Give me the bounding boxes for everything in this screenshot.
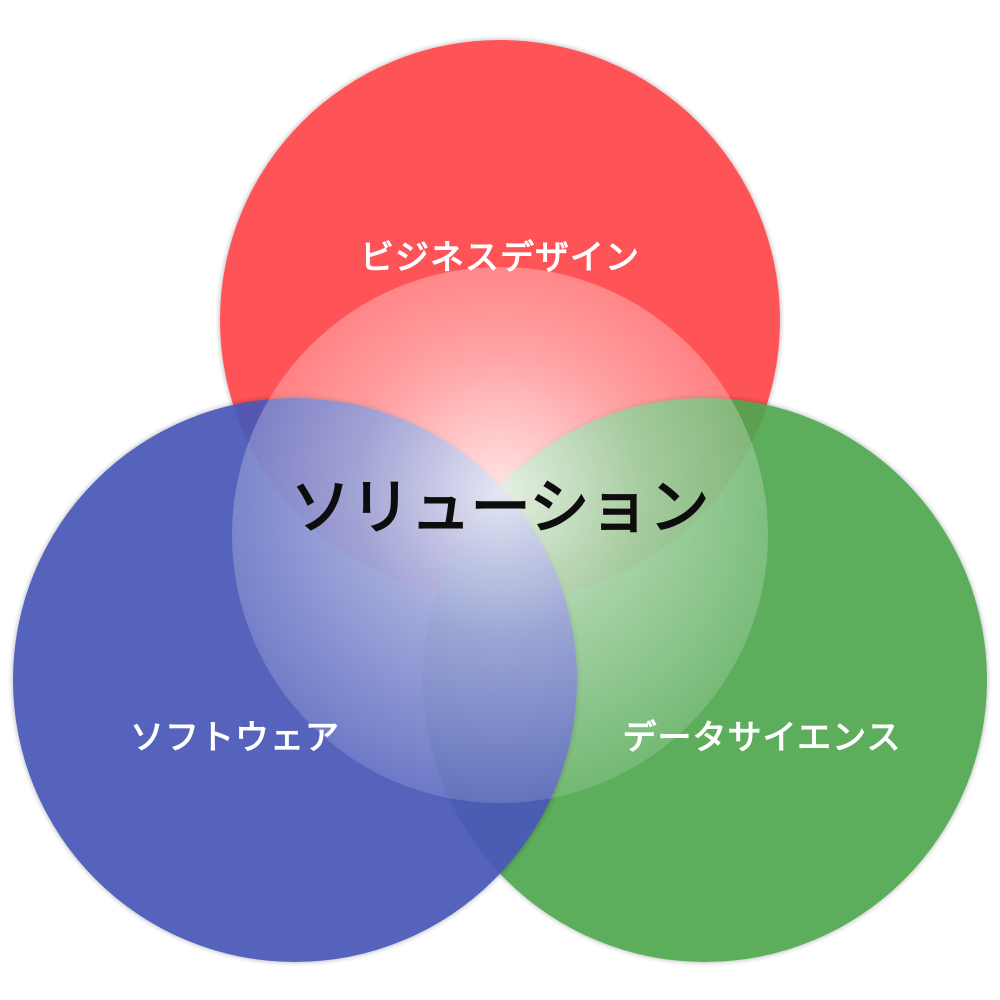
solution-overlay-circle	[232, 267, 768, 803]
solution-label: ソリューション	[291, 473, 710, 543]
business-design-label: ビジネスデザイン	[360, 238, 640, 278]
data-science-label: データサイエンス	[623, 718, 902, 758]
software-label: ソフトウェア	[130, 718, 340, 758]
